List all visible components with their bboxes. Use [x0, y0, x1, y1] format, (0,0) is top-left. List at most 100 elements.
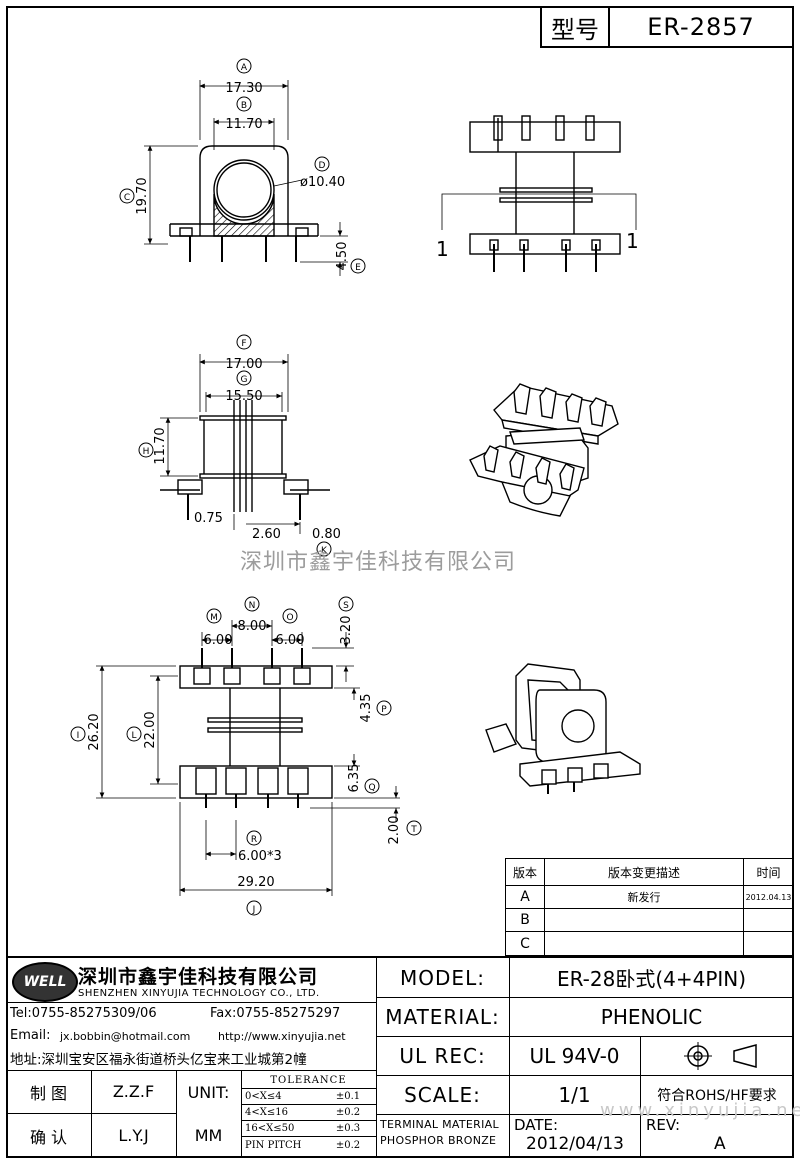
type-label: 型号 [540, 6, 610, 48]
side-view [160, 354, 330, 534]
tag-o: O [286, 613, 293, 623]
top-view [144, 80, 348, 276]
tag-n: N [249, 601, 256, 611]
dim-b: 11.70 [225, 117, 262, 132]
tag-c: C [124, 193, 130, 203]
dim-e: 4.50 [335, 242, 350, 271]
section-label-left: 1 [436, 237, 449, 261]
tag-t: T [410, 825, 417, 835]
dim-j: 29.20 [237, 875, 274, 890]
tol-value-1: ±0.1 [320, 1088, 377, 1105]
scale-value: 1/1 [509, 1075, 641, 1115]
side-view-labels: F 17.00 G 15.50 H 11.70 0.75 2.60 0.80 K [138, 334, 341, 557]
tol-value-2: ±0.2 [320, 1104, 377, 1121]
company-name-en: SHENZHEN XINYUJIA TECHNOLOGY CO., LTD. [78, 988, 320, 999]
third-angle-projection-icon [684, 1041, 757, 1070]
dim-2-60: 2.60 [252, 527, 281, 542]
material-label: MATERIAL: [376, 997, 510, 1037]
tag-k: K [321, 546, 328, 556]
company-name-cn: 深圳市鑫宇佳科技有限公司 [78, 966, 319, 988]
projection-symbol [640, 1036, 794, 1076]
revision-table: 版本 版本变更描述 时间 A 新发行 2012.04.13 B C [505, 858, 794, 958]
tag-a: A [241, 63, 248, 73]
tag-j: J [252, 905, 256, 915]
tag-g: G [241, 375, 248, 385]
tag-b: B [241, 101, 247, 111]
tag-m: M [210, 613, 218, 623]
rev-label: REV: [646, 1116, 680, 1134]
dim-n: 8.00 [238, 619, 267, 634]
check-label: 确 认 [6, 1113, 92, 1158]
company-logo: WELL [12, 962, 78, 1002]
dim-f: 17.00 [225, 357, 262, 372]
tag-l: L [131, 731, 136, 741]
dim-m: 6.00 [204, 633, 233, 648]
tag-q: Q [368, 783, 375, 793]
tag-p: P [381, 705, 387, 715]
terminal-material-2: PHOSPHOR BRONZE [380, 1134, 497, 1147]
check-value: L.Y.J [91, 1113, 177, 1158]
rev-header-desc: 版本变更描述 [544, 858, 744, 886]
dim-d: ø10.40 [300, 175, 345, 190]
dim-r: 6.00*3 [238, 849, 282, 864]
date-label: DATE: [514, 1116, 559, 1134]
material-value: PHENOLIC [509, 997, 794, 1037]
dim-t: 2.00 [387, 816, 402, 845]
date-value: 2012/04/13 [526, 1134, 624, 1154]
rev-row-c-date [743, 931, 794, 956]
rev-value: A [714, 1134, 726, 1154]
rev-header-time: 时间 [743, 858, 794, 886]
model-label: MODEL: [376, 958, 510, 998]
dim-0-75: 0.75 [194, 511, 223, 526]
tag-r: R [251, 835, 257, 845]
model-code: ER-2857 [608, 6, 794, 48]
tag-d: D [319, 161, 326, 171]
tag-i: I [77, 731, 80, 741]
iso-view-2 [485, 663, 641, 794]
bottom-view-labels: M N O 6.00 8.00 6.00 S 3.20 I 26.20 L 22… [70, 596, 422, 916]
rev-row-a: A [505, 885, 545, 909]
unit-value: MM [176, 1113, 242, 1158]
model-value: ER-28卧式(4+4PIN) [509, 958, 794, 998]
email-label: Email: [10, 1028, 51, 1043]
dim-k: 0.80 [312, 527, 341, 542]
company-tel: Tel:0755-85275309/06 [10, 1006, 157, 1021]
rev-row-c-desc [544, 931, 744, 956]
unit-label: UNIT: [176, 1070, 242, 1114]
dim-q: 6.35 [347, 764, 362, 793]
company-website: http://www.xinyujia.net [218, 1030, 346, 1043]
company-email: jx.bobbin@hotmail.com [60, 1030, 191, 1043]
rev-row-b-date [743, 908, 794, 932]
tol-range-3: 16<X≤50 [241, 1120, 321, 1137]
url-watermark: www.xinyujia.net [600, 1100, 800, 1121]
dim-s: 3.20 [339, 616, 354, 645]
tolerance-title: TOLERANCE [241, 1073, 377, 1089]
iso-view-1 [469, 383, 619, 517]
rev-row-a-desc: 新发行 [544, 885, 744, 909]
rev-header-version: 版本 [505, 858, 545, 886]
front-view [441, 115, 637, 272]
technical-drawing: A 17.30 B 11.70 C 19.70 D ø10.40 4.50 E [70, 58, 641, 916]
tag-e: E [355, 263, 361, 273]
dim-h: 11.70 [153, 427, 168, 464]
top-view-labels: A 17.30 B 11.70 C 19.70 D ø10.40 4.50 E [119, 58, 366, 274]
title-block: WELL 深圳市鑫宇佳科技有限公司 SHENZHEN XINYUJIA TECH… [6, 956, 794, 1158]
dim-o: 6.00 [276, 633, 305, 648]
company-address: 地址:深圳宝安区福永街道桥头亿宝来工业城第2幢 [10, 1052, 307, 1068]
dim-l: 22.00 [143, 711, 158, 748]
tol-range-1: 0<X≤4 [241, 1088, 321, 1105]
tag-s: S [343, 601, 349, 611]
tag-f: F [241, 339, 246, 349]
tol-range-2: 4<X≤16 [241, 1104, 321, 1121]
tol-range-4: PIN PITCH [245, 1139, 302, 1151]
dim-p: 4.35 [359, 694, 374, 723]
drawing-sheet [6, 6, 794, 1158]
dim-c: 19.70 [135, 177, 150, 214]
rev-row-b: B [505, 908, 545, 932]
section-label-right: 1 [626, 229, 639, 253]
tol-value-4: ±0.2 [320, 1136, 377, 1154]
company-fax: Fax:0755-85275297 [210, 1006, 341, 1021]
bottom-view [96, 620, 400, 896]
dim-i: 26.20 [87, 713, 102, 750]
tag-h: H [143, 447, 150, 457]
